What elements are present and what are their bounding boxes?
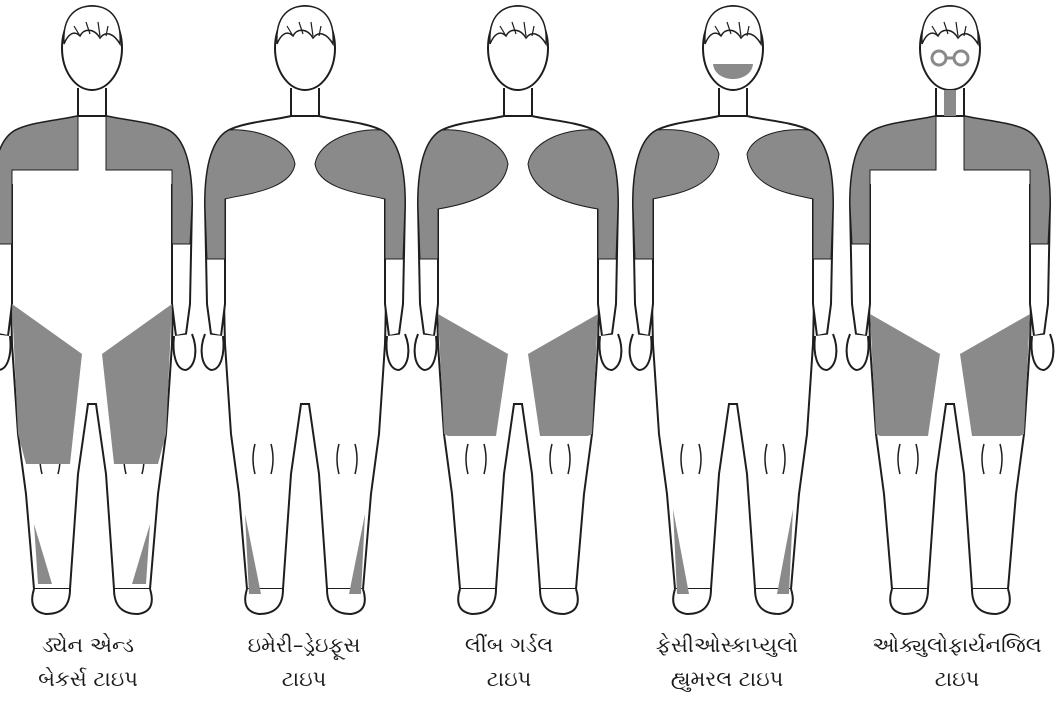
caption-oculopharyngeal: ઓક્યુલોફાર્યનજિલ ટાઇપ (857, 628, 1057, 696)
caption-line: ટાઇપ (409, 662, 609, 696)
figure-limb-girdle (415, 6, 622, 614)
caption-line: ટાઇપ (857, 662, 1057, 696)
figure-emery-dreifuss (202, 6, 409, 614)
caption-facioscapulohumeral: ફેસીઓસ્કાપ્યુલો હ્યુમરલ ટાઇપ (627, 628, 827, 696)
caption-line: ડ્યેન એન્ડ (0, 628, 188, 662)
caption-line: બેકર્સ ટાઇપ (0, 662, 188, 696)
caption-line: લીંબ ગર્ડલ (409, 628, 609, 662)
caption-line: ઇમેરી–ડ્રેઇફૂસ (204, 628, 404, 662)
figure-duchenne (0, 6, 195, 614)
caption-line: ઓક્યુલોફાર્યનજિલ (857, 628, 1057, 662)
captions-row: ડ્યેન એન્ડ બેકર્સ ટાઇપ ઇમેરી–ડ્રેઇફૂસ ટા… (0, 628, 1059, 704)
affected-throat (944, 90, 956, 116)
figure-oculopharyngeal (847, 6, 1054, 614)
caption-duchenne: ડ્યેન એન્ડ બેકર્સ ટાઇપ (0, 628, 188, 696)
caption-limb-girdle: લીંબ ગર્ડલ ટાઇપ (409, 628, 609, 696)
caption-line: હ્યુમરલ ટાઇપ (627, 662, 827, 696)
figure-facioscapulohumeral (630, 6, 837, 614)
caption-line: ટાઇપ (204, 662, 404, 696)
caption-line: ફેસીઓસ્કાપ્યુલો (627, 628, 827, 662)
caption-emery-dreifuss: ઇમેરી–ડ્રેઇફૂસ ટાઇપ (204, 628, 404, 696)
